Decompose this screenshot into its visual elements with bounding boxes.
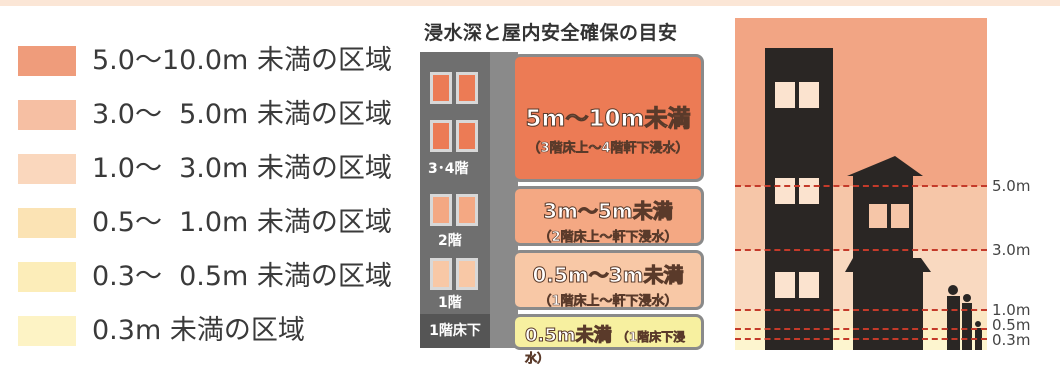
window-icon bbox=[456, 72, 478, 104]
legend-item: 5.0〜10.0m 未満の区域 bbox=[18, 44, 398, 78]
window-icon bbox=[430, 258, 452, 290]
legend-label: 0.3〜 0.5m 未満の区域 bbox=[92, 261, 392, 292]
legend-item: 0.3m 未満の区域 bbox=[18, 314, 398, 348]
person-icon bbox=[947, 296, 960, 350]
window-icon bbox=[891, 204, 909, 228]
depth-box-5-10m: 5m〜10m未満 （3階床上〜4階軒下浸水） bbox=[512, 54, 704, 182]
legend-swatch bbox=[18, 154, 76, 184]
window-icon bbox=[775, 272, 795, 298]
depth-box-note: （1階床上〜軒下浸水） bbox=[538, 294, 678, 310]
depth-box-lt05m: 0.5m未満 （1階床下浸水） bbox=[512, 314, 704, 365]
legend-label: 3.0〜 5.0m 未満の区域 bbox=[92, 99, 392, 130]
level-line-5m bbox=[735, 185, 987, 187]
window-icon bbox=[456, 258, 478, 290]
depth-box-title: 0.5m未満 bbox=[525, 325, 613, 347]
window-icon bbox=[799, 178, 819, 204]
depth-box-05-3m: 0.5m〜3m未満 （1階床上〜軒下浸水） bbox=[512, 250, 704, 310]
legend-label: 5.0〜10.0m 未満の区域 bbox=[92, 45, 392, 76]
level-label: 0.5m bbox=[992, 316, 1031, 334]
legend-swatch bbox=[18, 208, 76, 238]
level-line-03m bbox=[735, 338, 987, 340]
legend-label: 0.3m 未満の区域 bbox=[92, 315, 305, 346]
guide-title: 浸水深と屋内安全確保の目安 bbox=[424, 22, 678, 44]
person-icon bbox=[948, 285, 958, 295]
level-label: 1.0m bbox=[992, 301, 1031, 319]
legend-item: 0.5〜 1.0m 未満の区域 bbox=[18, 206, 398, 240]
level-line-1m bbox=[735, 309, 987, 311]
floor-label-below: 1階床下 bbox=[420, 314, 490, 348]
level-label: 0.3m bbox=[992, 331, 1031, 349]
legend-swatch bbox=[18, 316, 76, 346]
legend-item: 1.0〜 3.0m 未満の区域 bbox=[18, 152, 398, 186]
top-border bbox=[0, 0, 1060, 6]
legend-swatch bbox=[18, 262, 76, 292]
child-icon bbox=[975, 321, 981, 327]
buildings-silhouette bbox=[765, 48, 982, 350]
window-icon bbox=[869, 204, 887, 228]
window-icon bbox=[430, 120, 452, 152]
window-icon bbox=[430, 194, 452, 226]
depth-illustration bbox=[735, 18, 987, 350]
person-icon bbox=[962, 303, 972, 350]
depth-box-title: 5m〜10m未満 bbox=[525, 106, 691, 133]
legend-swatch bbox=[18, 100, 76, 130]
house-roof bbox=[847, 156, 923, 176]
house-eave bbox=[845, 258, 931, 272]
legend-label: 0.5〜 1.0m 未満の区域 bbox=[92, 207, 392, 238]
legend-label: 1.0〜 3.0m 未満の区域 bbox=[92, 153, 392, 184]
window-icon bbox=[456, 120, 478, 152]
floor-label-2: 2階 bbox=[438, 233, 462, 249]
depth-box-3-5m: 3m〜5m未満 （2階床上〜軒下浸水） bbox=[512, 186, 704, 246]
window-icon bbox=[775, 82, 795, 108]
level-label: 3.0m bbox=[992, 241, 1031, 259]
level-line-3m bbox=[735, 249, 987, 251]
legend-item: 3.0〜 5.0m 未満の区域 bbox=[18, 98, 398, 132]
depth-box-note: （3階床上〜4階軒下浸水） bbox=[527, 141, 689, 157]
level-label: 5.0m bbox=[992, 177, 1031, 195]
legend-swatch bbox=[18, 46, 76, 76]
person-icon bbox=[963, 294, 971, 302]
depth-box-note: （2階床上〜軒下浸水） bbox=[538, 230, 678, 246]
legend-item: 0.3〜 0.5m 未満の区域 bbox=[18, 260, 398, 294]
depth-box-note: （1階床下浸水） bbox=[525, 330, 686, 366]
window-icon bbox=[430, 72, 452, 104]
depth-box-title: 0.5m〜3m未満 bbox=[532, 263, 684, 288]
house-lower bbox=[853, 272, 923, 350]
level-line-05m bbox=[735, 328, 987, 330]
window-icon bbox=[799, 272, 819, 298]
floor-label-3-4: 3･4階 bbox=[428, 161, 469, 177]
window-icon bbox=[456, 194, 478, 226]
floor-label-1: 1階 bbox=[438, 295, 462, 311]
window-icon bbox=[799, 82, 819, 108]
depth-box-title: 3m〜5m未満 bbox=[543, 199, 674, 224]
window-icon bbox=[775, 178, 795, 204]
